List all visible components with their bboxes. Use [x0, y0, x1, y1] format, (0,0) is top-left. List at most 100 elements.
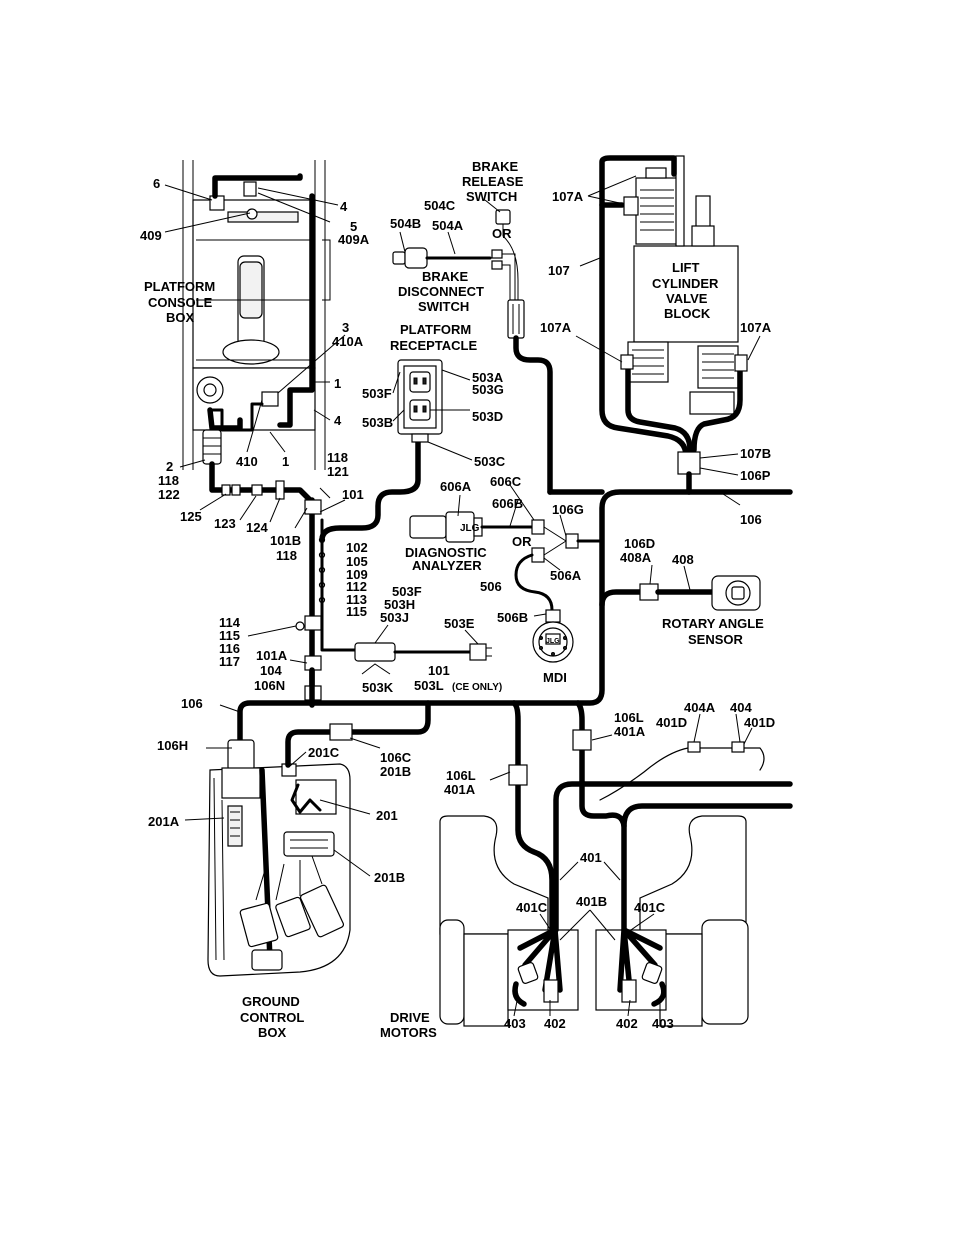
label-brake-disconnect-1: BRAKE [422, 269, 469, 284]
label-503a: 503A [472, 370, 504, 385]
brake-release-switch [495, 209, 525, 339]
label-4-top: 4 [340, 199, 348, 214]
label-506: 506 [480, 579, 502, 594]
label-106h: 106H [157, 738, 188, 753]
label-118-top: 118 [327, 450, 348, 465]
label-201c: 201C [308, 745, 340, 760]
label-122: 122 [158, 487, 180, 502]
label-101-top: 101 [342, 487, 364, 502]
label-brake-disconnect-3: SWITCH [418, 299, 469, 314]
label-124: 124 [246, 520, 268, 535]
label-504a: 504A [432, 218, 464, 233]
label-118-left: 118 [158, 473, 179, 488]
label-503d: 503D [472, 409, 503, 424]
label-106l-mid: 106L [446, 768, 476, 783]
label-105: 105 [346, 554, 368, 569]
label-platform-receptacle-2: RECEPTACLE [390, 338, 477, 353]
label-402-left: 402 [544, 1016, 566, 1031]
label-506a: 506A [550, 568, 582, 583]
label-401d-left: 401D [656, 715, 687, 730]
label-ground-control-3: BOX [258, 1025, 287, 1040]
label-503h: 503H [384, 597, 415, 612]
label-107: 107 [548, 263, 570, 278]
drive-motor-left [439, 815, 579, 1027]
label-platform-console-1: PLATFORM [144, 279, 215, 294]
label-rotary-angle-2: SENSOR [688, 632, 744, 647]
platform-console-box [182, 160, 331, 470]
label-503c: 503C [474, 454, 506, 469]
label-106d: 106D [624, 536, 655, 551]
label-408a: 408A [620, 550, 652, 565]
label-102: 102 [346, 540, 368, 555]
label-503k: 503K [362, 680, 394, 695]
brake-disconnect-switch [392, 247, 516, 300]
label-409: 409 [140, 228, 162, 243]
label-401c-right: 401C [634, 900, 666, 915]
label-410: 410 [236, 454, 258, 469]
label-104: 104 [260, 663, 282, 678]
label-503l: 503L [414, 678, 444, 693]
label-401: 401 [580, 850, 602, 865]
label-brake-disconnect-2: DISCONNECT [398, 284, 484, 299]
label-107a-left: 107A [540, 320, 572, 335]
label-113: 113 [346, 592, 367, 607]
label-106l-top: 106L [614, 710, 644, 725]
label-2: 2 [166, 459, 173, 474]
label-drive-motors-1: DRIVE [390, 1010, 430, 1025]
label-503j: 503J [380, 610, 409, 625]
label-brake-release-3: SWITCH [466, 189, 517, 204]
label-106c: 106C [380, 750, 412, 765]
label-401a-top: 401A [614, 724, 646, 739]
label-506b: 506B [497, 610, 528, 625]
label-106p: 106P [740, 468, 771, 483]
label-diagnostic-1: DIAGNOSTIC [405, 545, 487, 560]
label-401a-mid: 401A [444, 782, 476, 797]
label-503f-mid: 503F [392, 584, 422, 599]
label-lift-3: VALVE [666, 291, 708, 306]
label-101b: 101B [270, 533, 301, 548]
label-or-top: OR [492, 226, 512, 241]
label-1-right: 1 [334, 376, 341, 391]
label-ground-control-1: GROUND [242, 994, 300, 1009]
label-or-mid: OR [512, 534, 532, 549]
label-503g: 503G [472, 382, 504, 397]
label-platform-console-3: BOX [166, 310, 195, 325]
label-4-right: 4 [334, 413, 342, 428]
label-401d-right: 401D [744, 715, 775, 730]
label-114: 114 [219, 615, 241, 630]
drive-motor-right [595, 815, 749, 1027]
label-101-mid: 101 [428, 663, 450, 678]
label-201: 201 [376, 808, 398, 823]
lift-cylinder-valve-block [627, 155, 739, 415]
label-lift-1: LIFT [672, 260, 699, 275]
logo-text-mdi: JLG [546, 638, 560, 645]
label-brake-release-2: RELEASE [462, 174, 524, 189]
label-121: 121 [327, 464, 349, 479]
diagnostic-analyzer-connector [409, 511, 483, 543]
ground-control-box [207, 739, 351, 977]
label-118-mid: 118 [276, 548, 297, 563]
label-606c: 606C [490, 474, 522, 489]
label-503b: 503B [362, 415, 393, 430]
label-504b: 504B [390, 216, 421, 231]
label-402-right: 402 [616, 1016, 638, 1031]
label-brake-release-1: BRAKE [472, 159, 519, 174]
label-403-right: 403 [652, 1016, 674, 1031]
label-115-b: 115 [219, 628, 240, 643]
label-6: 6 [153, 176, 160, 191]
label-410a: 410A [332, 334, 364, 349]
label-diagnostic-2: ANALYZER [412, 558, 482, 573]
label-ce-only: (CE ONLY) [452, 682, 502, 693]
label-404a: 404A [684, 700, 716, 715]
label-mdi: MDI [543, 670, 567, 685]
label-503f-top: 503F [362, 386, 392, 401]
label-3: 3 [342, 320, 349, 335]
label-117: 117 [219, 654, 240, 669]
label-125: 125 [180, 509, 202, 524]
label-106g: 106G [552, 502, 584, 517]
label-platform-console-2: CONSOLE [148, 295, 213, 310]
label-404: 404 [730, 700, 752, 715]
label-ground-control-2: CONTROL [240, 1010, 304, 1025]
label-116: 116 [219, 641, 240, 656]
